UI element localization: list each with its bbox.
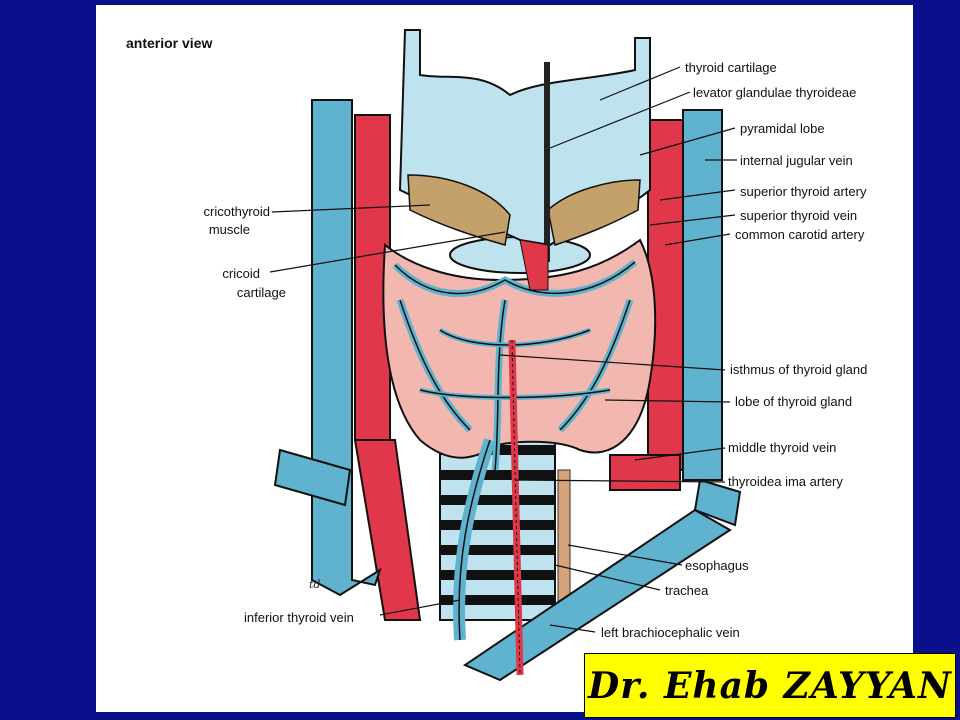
- illustrator-signature: td: [309, 578, 321, 591]
- label-common-carotid-artery: common carotid artery: [735, 227, 865, 242]
- levator-drawing: [544, 62, 550, 262]
- left-jugular-branch: [693, 478, 742, 527]
- label-cricoid-line2: cartilage: [236, 285, 286, 300]
- label-thyroidea-ima-artery: thyroidea ima artery: [728, 474, 843, 489]
- right-lower-artery: [353, 439, 422, 621]
- label-lobe-of-thyroid-gland: lobe of thyroid gland: [735, 394, 853, 409]
- label-cricothyroid-line1: cricothyroid: [203, 204, 270, 219]
- label-cricoid-line1: cricoid: [222, 266, 260, 281]
- label-levator-glandulae: levator glandulae thyroideae: [693, 85, 857, 100]
- label-isthmus: isthmus of thyroid gland: [730, 362, 868, 377]
- label-cricothyroid-line2: muscle: [208, 222, 250, 237]
- label-esophagus: esophagus: [685, 558, 749, 573]
- left-jugular-vein: [682, 109, 723, 481]
- label-superior-thyroid-vein: superior thyroid vein: [740, 208, 858, 223]
- left-lower-artery: [609, 454, 681, 491]
- author-banner: Dr. Ehab ZAYYAN: [584, 653, 956, 718]
- left-brachiocephalic-vein-drawing: [462, 508, 732, 682]
- cricothyroid-muscle-drawing: [407, 174, 511, 246]
- right-jugular-branch: [273, 448, 352, 507]
- leader-lines: [269, 66, 737, 633]
- label-thyroid-cartilage: thyroid cartilage: [685, 60, 777, 75]
- label-trachea: trachea: [665, 583, 709, 598]
- author-name: Dr. Ehab ZAYYAN: [588, 664, 952, 707]
- vein-network: [392, 259, 638, 471]
- label-middle-thyroid-vein: middle thyroid vein: [728, 440, 837, 455]
- view-title: anterior view: [126, 35, 213, 51]
- label-left-brachiocephalic-vein: left brachiocephalic vein: [601, 625, 740, 640]
- label-pyramidal-lobe: pyramidal lobe: [740, 121, 825, 136]
- label-superior-thyroid-artery: superior thyroid artery: [740, 184, 867, 199]
- label-inferior-thyroid-vein: inferior thyroid vein: [244, 610, 354, 625]
- label-internal-jugular-vein: internal jugular vein: [740, 153, 853, 168]
